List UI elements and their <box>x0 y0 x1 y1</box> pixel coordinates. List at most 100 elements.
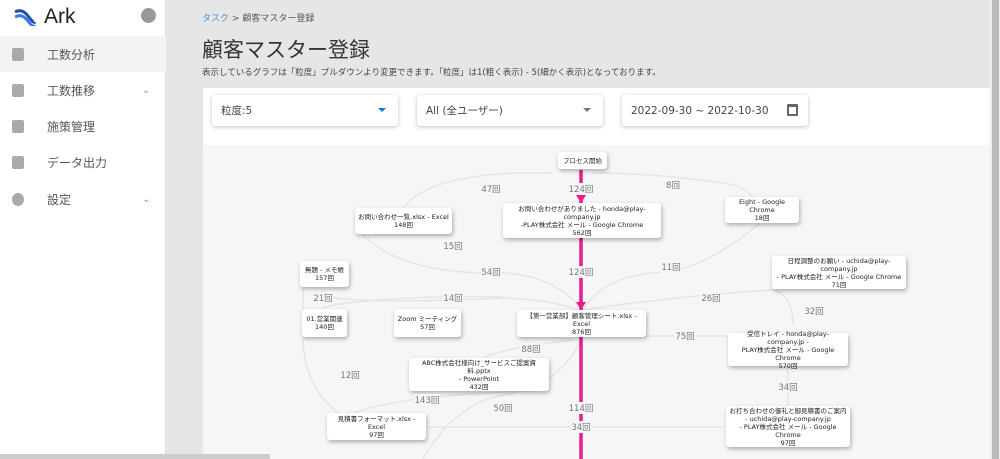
node-label: - PowerPoint <box>458 374 500 383</box>
node-label: - PLAY株式会社 メール - Google Chrome <box>776 272 902 281</box>
gear-icon <box>12 192 24 206</box>
graph-panel: 粒度:5 All (全ユーザー) 2022-09-30 ~ 2022-10-30 <box>203 88 990 459</box>
node-label: - uchida@play-company.jp <box>745 414 831 423</box>
node-label: - PLAY株式会社 メール - Google Chrome <box>739 422 837 439</box>
node-count: 57回 <box>420 323 435 331</box>
list-icon <box>12 83 24 97</box>
node-label: Eight - Google Chrome <box>738 198 786 214</box>
arrow-head <box>576 195 586 203</box>
wave-logo-icon <box>14 9 36 26</box>
edge-label: 88回 <box>520 343 542 355</box>
sidebar-item-label: 施策管理 <box>47 119 96 134</box>
sidebar-item-label: 設定 <box>47 192 72 207</box>
sidebar-item-settings[interactable]: 設定 ⌄ <box>0 181 166 217</box>
node-label: Zoom ミーティング <box>397 315 458 323</box>
graph-node[interactable]: お打ち合わせの御礼と御見積書のご案内- uchida@play-company.… <box>726 406 850 447</box>
sidebar-item-kosu-analysis[interactable]: 工数分析 <box>0 36 166 72</box>
file-icon <box>12 155 24 169</box>
page-title: 顧客マスター登録 <box>202 38 370 62</box>
edge-label: 11回 <box>660 261 682 273</box>
edge-label: 114回 <box>567 402 595 414</box>
edge-label: 124回 <box>567 266 595 278</box>
breadcrumb-current: 顧客マスター登録 <box>242 14 315 24</box>
edge-label: 32回 <box>803 305 825 317</box>
edge-label: 50回 <box>492 402 514 414</box>
node-label: PLAY株式会社 メール - Google Chrome <box>741 345 835 362</box>
breadcrumb: タスク > 顧客マスター登録 <box>202 11 314 24</box>
sidebar-item-label: データ出力 <box>47 155 108 170</box>
graph-edge <box>482 339 574 359</box>
sidebar-item-kosu-trend[interactable]: 工数推移 ⌄ <box>0 72 166 108</box>
node-count: 562回 <box>572 228 592 237</box>
graph-edge <box>582 289 774 311</box>
sidebar-item-measures[interactable]: 施策管理 <box>0 108 166 144</box>
breadcrumb-link-task[interactable]: タスク <box>202 14 230 24</box>
graph-edge <box>402 172 554 209</box>
date-range-picker[interactable]: 2022-09-30 ~ 2022-10-30 <box>622 95 808 126</box>
node-count: 876回 <box>572 327 591 336</box>
node-label: お打ち合わせの御礼と御見積書のご案内 <box>729 406 847 415</box>
sidebar: Ark 工数分析 工数推移 ⌄ 施策管理 データ出力 設定 ⌄ <box>0 0 166 459</box>
node-count: 432回 <box>469 382 489 391</box>
node-count: 71回 <box>831 280 847 289</box>
graph-edge <box>592 172 754 198</box>
node-count: 97回 <box>369 430 384 439</box>
vertical-scrollbar[interactable] <box>990 0 1000 459</box>
granularity-select[interactable]: 粒度:5 <box>212 95 398 126</box>
user-select[interactable]: All (全ユーザー) <box>417 95 603 126</box>
app-logo[interactable]: Ark <box>14 5 76 29</box>
edge-label: 34回 <box>570 421 592 433</box>
node-label: 【第一営業部】顧客管理シート.xlsx - Excel <box>526 311 637 328</box>
sidebar-item-label: 工数推移 <box>47 83 96 98</box>
edge-label: 12回 <box>339 369 361 381</box>
chevron-down-icon: ⌄ <box>142 193 151 205</box>
node-label: -PLAY株式会社 メール - Google Chrome <box>520 220 644 229</box>
sidebar-item-data-export[interactable]: データ出力 <box>0 144 166 180</box>
edge-label: 15回 <box>442 240 464 252</box>
node-count: 570回 <box>778 361 798 370</box>
node-label: 01.営業関連 <box>306 315 343 323</box>
edge-label: 75回 <box>674 330 696 342</box>
node-label: ABC株式会社様向け_サービスご提案資料.pptx <box>421 358 537 375</box>
horizontal-scrollbar[interactable] <box>0 454 270 459</box>
graph-node-start[interactable]: プロセス開始 <box>558 152 607 169</box>
arrow-head <box>576 302 586 310</box>
graph-node[interactable]: 日程調整のお願い - uchida@play-company.jp- PLAY株… <box>772 256 906 289</box>
breadcrumb-separator: > <box>231 14 240 24</box>
node-label: プロセス開始 <box>563 156 602 165</box>
calendar-icon[interactable] <box>787 104 798 116</box>
graph-node[interactable]: 受信トレイ - honda@play-company.jp -PLAY株式会社 … <box>728 330 848 370</box>
sidebar-item-label: 工数分析 <box>47 47 96 62</box>
graph-node[interactable]: お問い合わせがありました - honda@play-company.jp-PLA… <box>503 203 661 238</box>
edge-label: 8回 <box>665 179 681 191</box>
dropdown-arrow-icon <box>378 108 386 112</box>
dropdown-arrow-icon <box>583 108 591 112</box>
chevron-down-icon: ⌄ <box>142 84 151 96</box>
graph-edge <box>422 334 584 459</box>
main-content: タスク > 顧客マスター登録 顧客マスター登録 表示しているグラフは「粒度」プル… <box>166 0 990 459</box>
account-circle-icon[interactable] <box>141 8 156 23</box>
scrollbar-thumb[interactable] <box>992 0 999 459</box>
page-description: 表示しているグラフは「粒度」プルダウンより変更できます。「粒度」は1(粗く表示)… <box>202 68 661 78</box>
granularity-value: 粒度:5 <box>221 105 253 117</box>
node-label: お問い合わせがありました - honda@play-company.jp <box>518 204 646 221</box>
edge-label: 34回 <box>777 381 799 393</box>
scale-icon <box>12 119 24 133</box>
edge-label: 124回 <box>567 183 595 195</box>
node-label: お問い合わせ一覧.xlsx - Excel <box>358 213 449 221</box>
edge-label: 143回 <box>413 394 441 406</box>
app-name: Ark <box>44 5 76 28</box>
node-label: 日程調整のお願い - uchida@play-company.jp <box>787 256 891 273</box>
node-label: 見積書フォーマット.xlsx - Excel <box>337 414 416 431</box>
clipboard-icon <box>12 47 24 61</box>
node-count: 97回 <box>780 438 796 447</box>
